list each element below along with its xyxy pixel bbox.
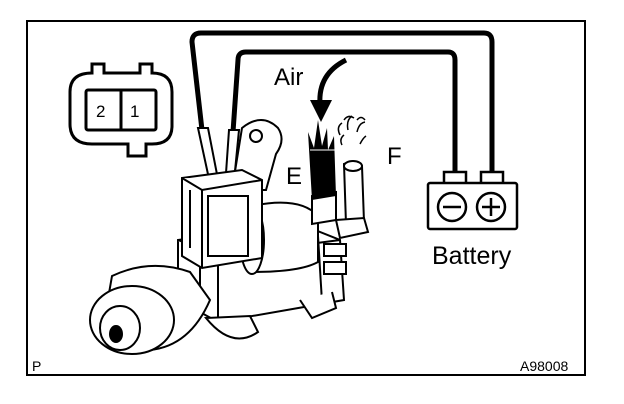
air-flow-arrow (310, 57, 348, 122)
wire-positive (189, 30, 495, 178)
battery-label: Battery (432, 242, 512, 270)
air-stream-e (308, 120, 336, 200)
figure-code: A98008 (520, 358, 568, 374)
test-wires (189, 30, 495, 178)
wire-negative (230, 49, 458, 178)
air-puff-icon (337, 115, 367, 146)
connector-pin-1: 1 (130, 102, 139, 121)
connector-pin-2: 2 (96, 102, 105, 121)
port-f-label: F (387, 143, 402, 170)
connector-face (68, 62, 174, 158)
page-corner-marker: P (32, 358, 41, 374)
port-e-label: E (286, 163, 302, 190)
battery-icon (426, 170, 519, 231)
air-label: Air (274, 64, 303, 91)
vsv-valve-body (89, 119, 370, 355)
